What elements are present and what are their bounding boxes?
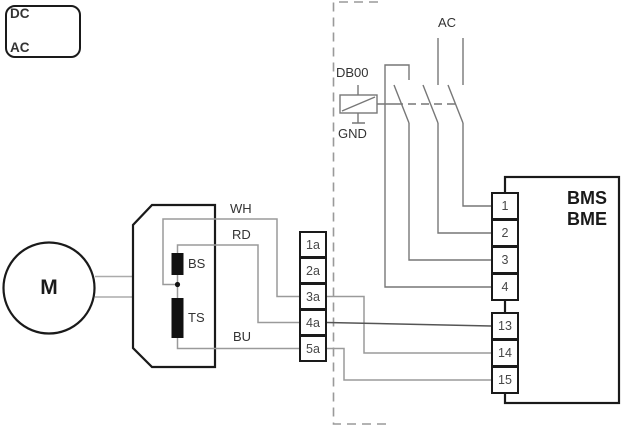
legend-box [5,5,81,58]
signal-wires [326,295,492,381]
wire-5a-to-15 [327,347,491,381]
switch-pole-2 [422,84,439,124]
wire-bu [176,338,299,350]
terminal-1a: 1a [299,231,327,258]
relay-coil-diagonal [341,96,376,112]
wire-terminal4 [384,64,491,288]
motor-circle [2,241,96,335]
terminal-3: 3 [491,246,519,274]
terminal-1: 1 [491,192,519,220]
wire-terminal2 [437,123,491,234]
bs-sensor-body [171,253,184,275]
bms-title-line1: BMS [567,188,607,208]
ts-sensor-body [171,298,184,338]
ac-supply-label: AC [438,15,457,30]
motor-wires [162,218,299,350]
wire-terminal1 [462,123,491,207]
junction-dot [174,281,181,288]
ts-label: TS [188,310,205,325]
terminal-5a: 5a [299,335,327,362]
terminal-3a: 3a [299,283,327,310]
housing-outline [131,203,217,369]
motor-label: M [40,276,58,299]
terminal-15: 15 [491,366,519,394]
wire-4a-to-13 [326,321,492,327]
wire-3a-to-14 [327,295,491,354]
motor-shaft [95,275,133,298]
wire-label-wh: WH [230,201,252,216]
relay-label: DB00 [336,65,369,80]
contactor-switch [377,84,464,124]
terminal-13: 13 [491,312,519,340]
ground-label: GND [338,126,367,141]
bms-title: BMS BME [558,188,616,230]
terminal-2: 2 [491,219,519,247]
terminal-2a: 2a [299,257,327,284]
relay-db00 [339,85,378,124]
switch-pole-3 [447,84,464,124]
ac-supply-lines [437,38,464,85]
wire-label-bu: BU [233,329,252,344]
cabinet-boundary-dashed-line [332,1,390,425]
terminal-4: 4 [491,273,519,301]
ground-symbol [352,113,365,124]
wire-label-rd: RD [232,227,251,242]
bms-title-line2: BME [567,209,607,229]
power-wires [384,64,491,288]
wire-rd [176,244,299,324]
bs-label: BS [188,256,206,271]
terminal-14: 14 [491,339,519,367]
wire-wh [162,218,299,298]
wire-terminal3 [408,123,491,261]
legend-dc-label: DC [10,6,30,21]
terminal-4a: 4a [299,309,327,336]
legend-ac-label: AC [10,40,30,55]
